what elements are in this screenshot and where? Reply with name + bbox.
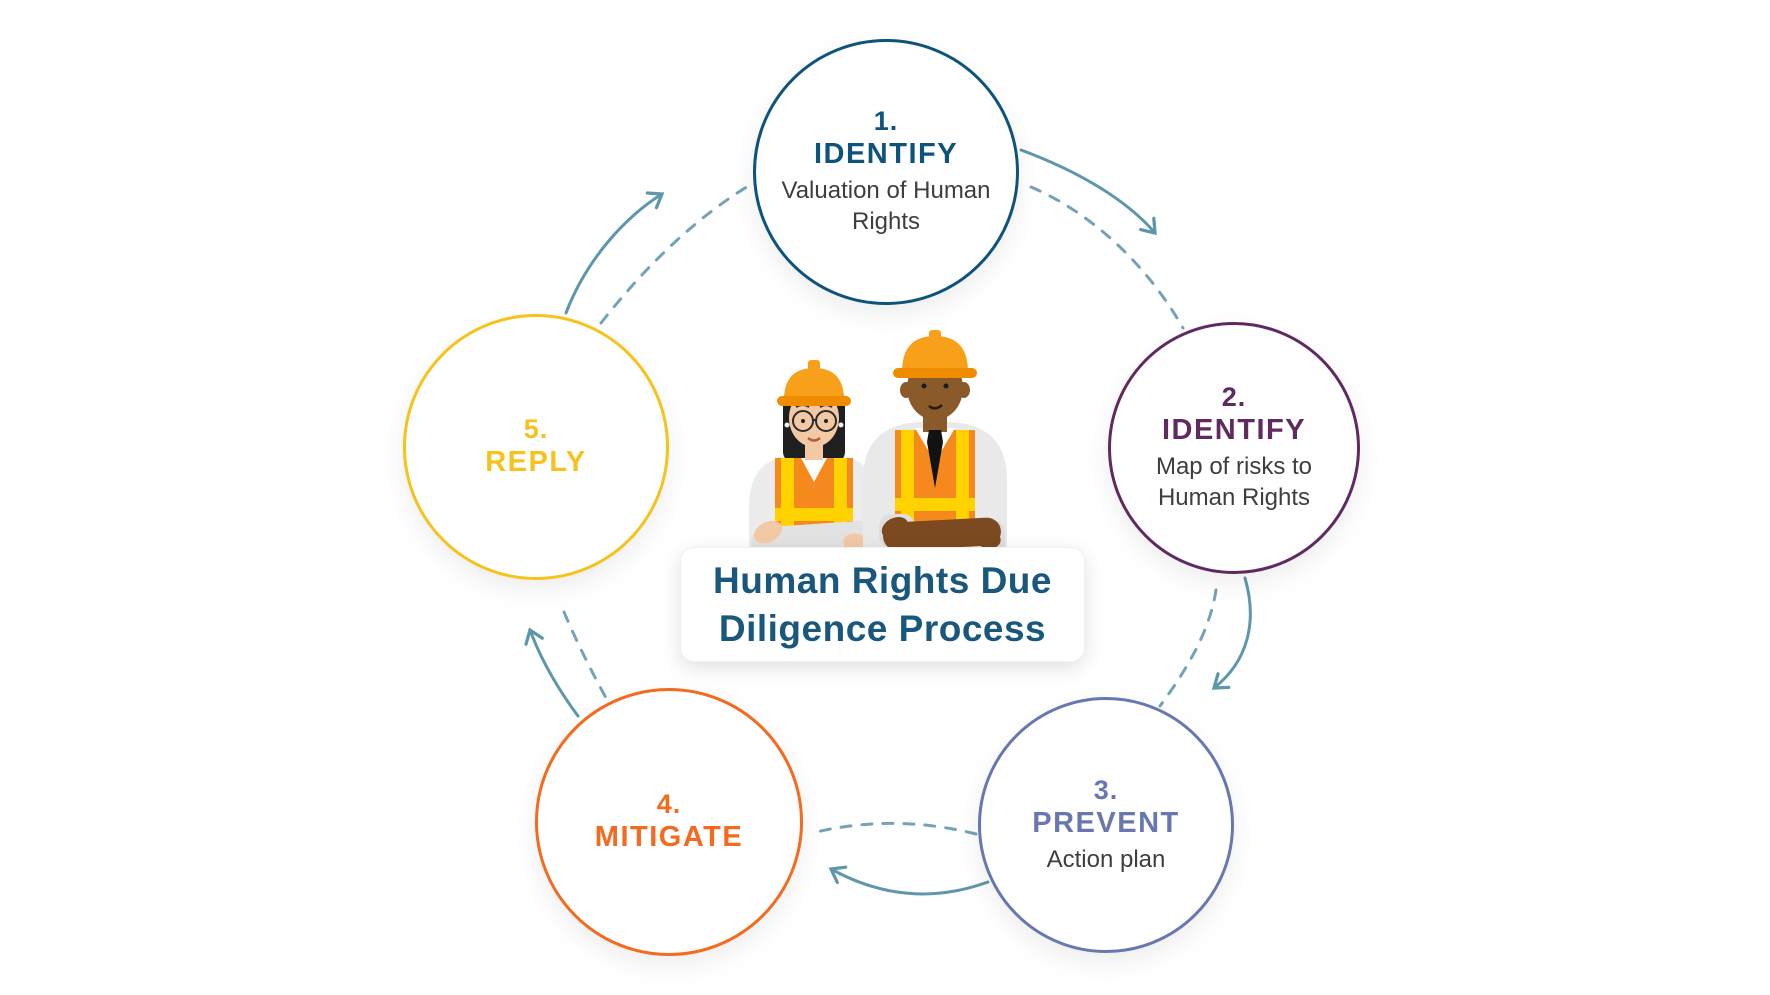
arrow-2-to-3-dashed [1158,588,1218,708]
step-1-label: IDENTIFY [813,137,959,170]
arrow-1-to-2-solid [1019,148,1157,236]
step-circle-1-identify: 1. IDENTIFY Valuation of Human Rights [753,39,1019,305]
arrow-5-to-1-solid [564,191,665,315]
step-4-label: MITIGATE [594,821,744,854]
arrow-4-to-5-dashed [562,610,608,700]
title-card: Human Rights Due Diligence Process [680,547,1085,662]
woman-worker [749,360,879,560]
title-line-1: Human Rights Due [713,560,1052,602]
arrow-2-to-3-solid [1211,576,1252,690]
step-5-label: REPLY [485,446,587,479]
workers-illustration [749,330,1007,560]
step-circle-4-mitigate: 4. MITIGATE [535,688,803,956]
step-1-description: Valuation of Human Rights [781,176,991,236]
arrow-1-to-2-dashed [1029,185,1185,330]
arrow-5-to-1-dashed [599,180,757,325]
arrow-4-to-5-solid [524,627,580,718]
step-circle-5-reply: 5. REPLY [403,314,669,580]
step-3-description: Action plan [1046,845,1166,873]
arrow-3-to-4-solid [828,865,990,896]
step-2-number: 2. [1221,381,1247,412]
step-1-number: 1. [873,105,899,136]
title-line-2: Diligence Process [718,607,1047,649]
step-5-number: 5. [523,414,549,445]
step-3-label: PREVENT [1032,806,1180,839]
step-circle-3-prevent: 3. PREVENT Action plan [978,697,1234,953]
step-2-label: IDENTIFY [1161,413,1307,446]
step-4-number: 4. [656,789,682,820]
step-circle-2-identify: 2. IDENTIFY Map of risks to Human Rights [1108,322,1360,574]
arrow-3-to-4-dashed [810,821,978,836]
step-2-description: Map of risks to Human Rights [1155,452,1313,512]
step-3-number: 3. [1093,774,1119,805]
man-worker [863,330,1007,560]
